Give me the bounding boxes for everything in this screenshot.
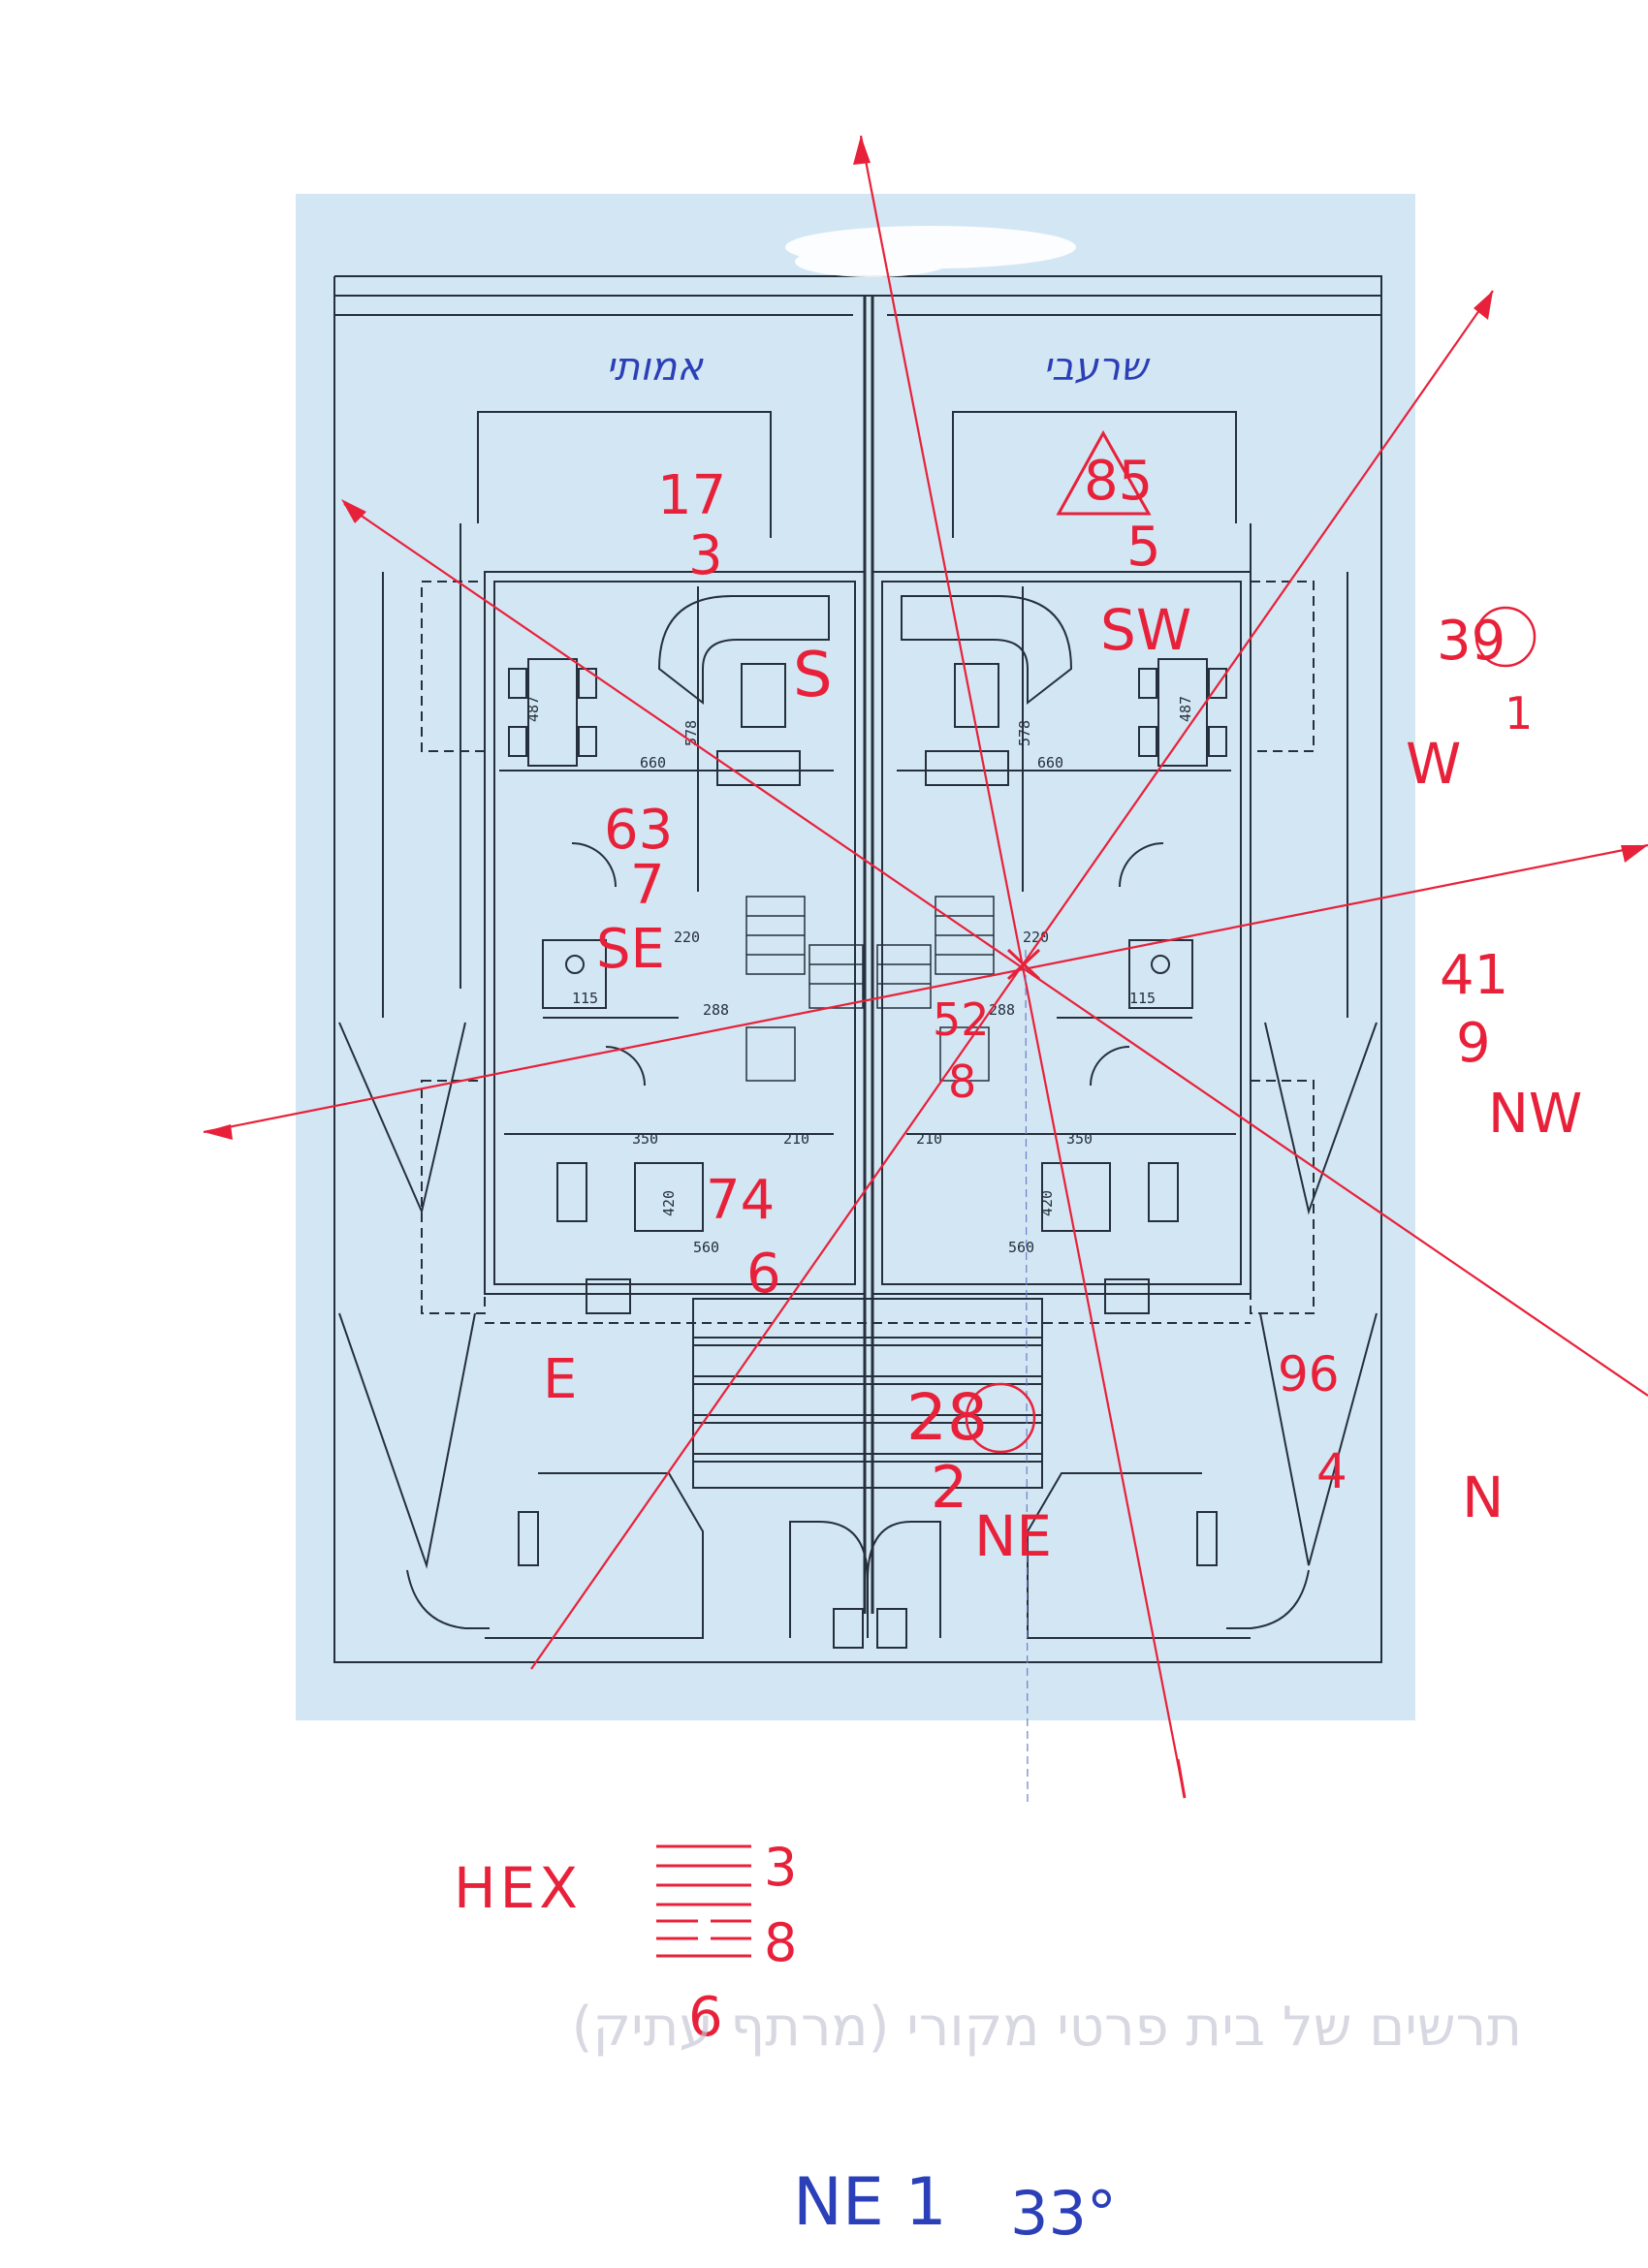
dim-350-left: 350 bbox=[632, 1130, 658, 1148]
palace-w-direction: W bbox=[1406, 731, 1461, 797]
palace-center-period: 8 bbox=[948, 1055, 976, 1108]
palace-ne-direction: NE bbox=[974, 1503, 1052, 1569]
palace-e-direction: E bbox=[543, 1348, 577, 1411]
palace-se-direction: SE bbox=[596, 918, 665, 981]
palace-s-period: 3 bbox=[688, 524, 723, 587]
hexagram-note: HEX 3 8 6 bbox=[454, 1837, 797, 2049]
correction-smudge bbox=[785, 226, 1076, 277]
palace-sw-direction: SW bbox=[1100, 597, 1191, 663]
hexagram-label: HEX bbox=[454, 1855, 582, 1921]
dim-578-left: 578 bbox=[682, 720, 700, 746]
palace-nw-stars: 41 bbox=[1440, 944, 1508, 1007]
palace-ne-stars: 28 bbox=[906, 1380, 988, 1455]
hexagram-bottom: 6 bbox=[688, 1986, 723, 2049]
dim-288-left: 288 bbox=[703, 1001, 729, 1019]
palace-e-period: 6 bbox=[746, 1243, 781, 1306]
dim-220-left: 220 bbox=[674, 929, 700, 946]
palace-sw-period: 5 bbox=[1126, 516, 1161, 579]
dim-660-left: 660 bbox=[640, 754, 666, 772]
hexagram-lower: 8 bbox=[764, 1912, 797, 1973]
palace-se-stars: 63 bbox=[604, 799, 673, 862]
dim-350-right: 350 bbox=[1066, 1130, 1093, 1148]
plan-linework bbox=[333, 275, 1382, 1663]
axis-end-mark bbox=[1176, 1758, 1187, 1799]
facing-degrees: 33° bbox=[1010, 2178, 1117, 2249]
palace-se-period: 7 bbox=[630, 854, 665, 917]
palace-nw-period: 9 bbox=[1456, 1012, 1491, 1075]
plan-dimensions: 487 578 660 487 578 660 220 220 115 115 … bbox=[524, 696, 1194, 1256]
facing-direction: NE 1 bbox=[793, 2164, 947, 2241]
dim-487-left: 487 bbox=[524, 696, 542, 722]
palace-center-stars: 52 bbox=[933, 993, 990, 1046]
owner-name-left: אמותי bbox=[606, 345, 704, 390]
palace-ne-circle bbox=[965, 1382, 1036, 1454]
center-plumb-line bbox=[1025, 949, 1029, 1804]
owner-name-right: שרעבי bbox=[1043, 345, 1151, 390]
hexagram-upper: 3 bbox=[764, 1837, 797, 1898]
dim-578-right: 578 bbox=[1016, 720, 1033, 746]
dim-420-left: 420 bbox=[660, 1190, 678, 1216]
palace-w-period: 1 bbox=[1505, 687, 1533, 740]
hexagram-lines-icon bbox=[656, 1844, 751, 1958]
palace-ne-period: 2 bbox=[931, 1454, 967, 1522]
dim-420-right: 420 bbox=[1038, 1190, 1056, 1216]
center-cross-icon bbox=[1006, 948, 1041, 981]
warning-triangle-icon bbox=[1056, 429, 1152, 516]
palace-sw-stars: 85 bbox=[1084, 450, 1153, 513]
palace-n-direction: N bbox=[1462, 1465, 1504, 1530]
palace-w-stars: 39 bbox=[1437, 610, 1505, 673]
dim-210-left: 210 bbox=[783, 1130, 809, 1148]
dim-560-right: 560 bbox=[1008, 1239, 1034, 1256]
palace-nw-direction: NW bbox=[1488, 1083, 1582, 1146]
palace-e-stars: 74 bbox=[706, 1169, 775, 1232]
palace-n-period: 4 bbox=[1316, 1443, 1347, 1499]
axis-arrowheads bbox=[204, 136, 1648, 1140]
palace-w-circle bbox=[1474, 606, 1537, 668]
palace-s-direction: S bbox=[793, 640, 833, 711]
palace-s-stars: 17 bbox=[657, 464, 726, 527]
dim-288-right: 288 bbox=[989, 1001, 1015, 1019]
dim-220-right: 220 bbox=[1023, 929, 1049, 946]
dim-115-left: 115 bbox=[572, 990, 598, 1007]
dim-487-right: 487 bbox=[1177, 696, 1194, 722]
dim-660-right: 660 bbox=[1037, 754, 1063, 772]
dim-560-left: 560 bbox=[693, 1239, 719, 1256]
faded-note: תרשים של בית פרטי מקורי (מרתף עתיק) bbox=[572, 1996, 1522, 2059]
flying-star-annotations: 17 3 S 85 5 SW 39 1 W 63 7 SE 52 8 41 9 … bbox=[543, 429, 1582, 1569]
palace-n-stars: 96 bbox=[1278, 1346, 1340, 1402]
dim-115-right: 115 bbox=[1129, 990, 1156, 1007]
dim-210-right: 210 bbox=[916, 1130, 942, 1148]
